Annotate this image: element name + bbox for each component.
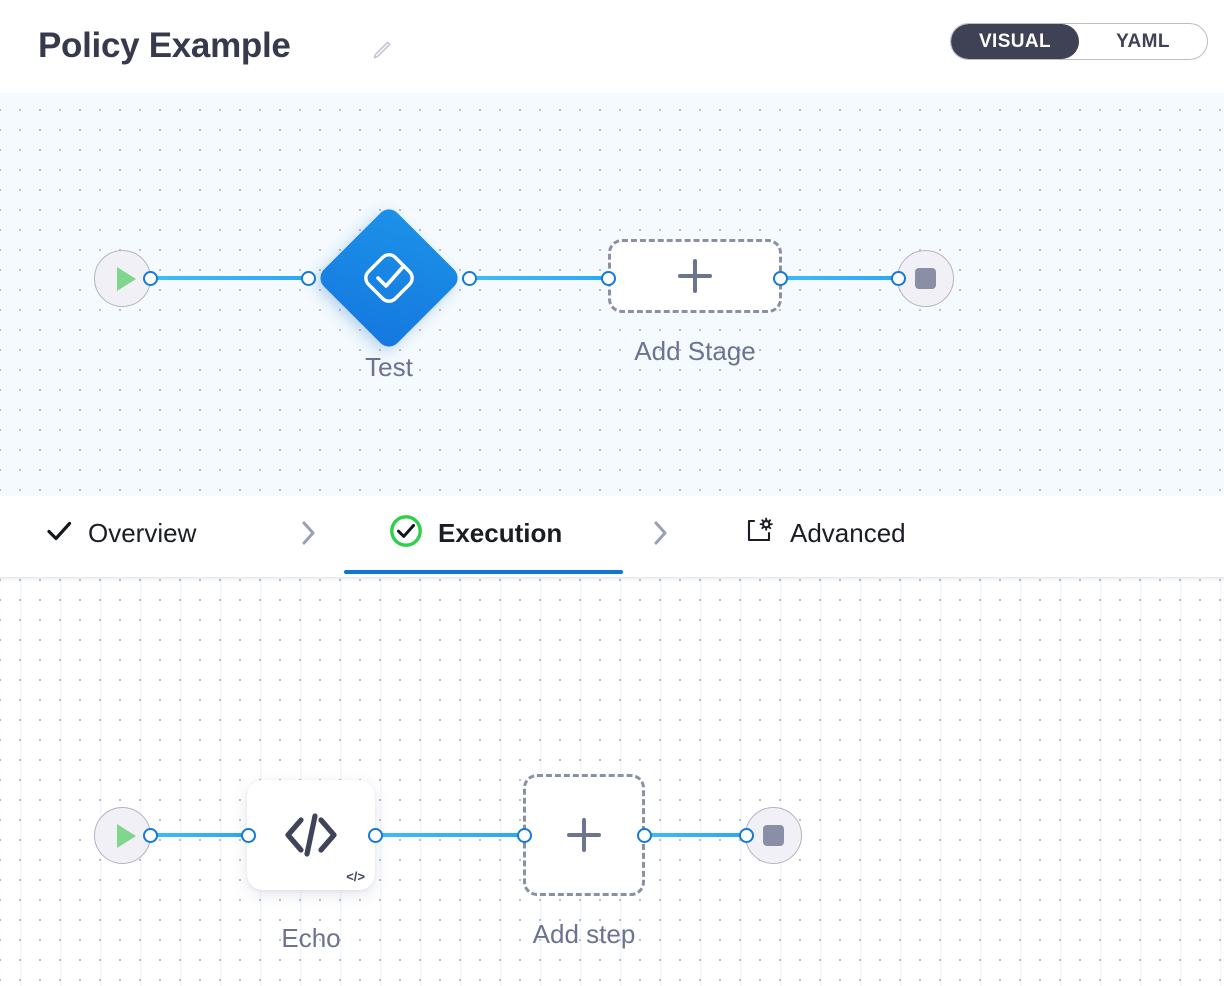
page-header: Policy Example VISUAL YAML (0, 0, 1224, 93)
view-mode-toggle[interactable]: VISUAL YAML (950, 23, 1208, 60)
edge-start-to-test (150, 276, 315, 280)
edge-test-to-addstage (468, 276, 618, 280)
port-echo-in[interactable] (241, 828, 256, 843)
window-gear-icon (742, 514, 776, 553)
step-end-node[interactable] (745, 807, 802, 864)
stage-canvas[interactable]: Test Add Stage (0, 93, 1224, 496)
tab-execution-label: Execution (438, 517, 563, 548)
stage-tabbar: Overview Execution Advanced (0, 496, 1224, 578)
stage-node-test[interactable] (315, 204, 463, 352)
check-icon (44, 516, 74, 551)
step-canvas[interactable]: </> Echo Add step (0, 578, 1224, 986)
tab-execution[interactable]: Execution (388, 496, 562, 570)
port-addstep-out[interactable] (637, 828, 652, 843)
port-test-out[interactable] (462, 271, 477, 286)
code-icon (247, 780, 375, 890)
toggle-yaml[interactable]: YAML (1116, 30, 1170, 52)
pipeline-start-node[interactable] (94, 250, 151, 307)
check-diamond-icon (315, 204, 463, 352)
play-icon (116, 266, 136, 291)
tab-advanced-label: Advanced (790, 517, 906, 548)
add-step-button[interactable] (523, 774, 645, 896)
port-addstage-out[interactable] (773, 271, 788, 286)
chevron-right-icon-2 (648, 516, 674, 550)
tab-advanced[interactable]: Advanced (742, 496, 906, 570)
edge-start-to-echo (150, 833, 255, 837)
port-end-in[interactable] (891, 271, 906, 286)
add-stage-label: Add Stage (634, 336, 756, 366)
port-step-start-out[interactable] (143, 828, 158, 843)
page-title: Policy Example (38, 26, 291, 65)
play-icon (116, 823, 136, 848)
check-circle-icon (388, 513, 424, 554)
port-start-out[interactable] (143, 271, 158, 286)
tab-overview-label: Overview (88, 517, 197, 548)
step-type-badge: </> (346, 869, 365, 884)
edge-addstep-to-end (640, 833, 755, 837)
port-addstep-in[interactable] (517, 828, 532, 843)
pipeline-end-node[interactable] (897, 250, 954, 307)
edge-addstage-to-end (775, 276, 905, 280)
stop-icon (915, 268, 936, 289)
port-test-in[interactable] (301, 271, 316, 286)
tab-overview[interactable]: Overview (44, 496, 196, 570)
add-step-label: Add step (532, 919, 636, 949)
add-stage-button[interactable] (608, 239, 782, 313)
chevron-right-icon-1 (296, 516, 322, 550)
edge-echo-to-addstep (373, 833, 533, 837)
step-start-node[interactable] (94, 807, 151, 864)
pencil-icon[interactable] (368, 38, 394, 64)
step-node-echo[interactable]: </> (247, 780, 375, 890)
active-tab-underline (344, 570, 623, 574)
port-echo-out[interactable] (368, 828, 383, 843)
stop-icon (763, 825, 784, 846)
port-step-end-in[interactable] (739, 828, 754, 843)
step-label-echo: Echo (281, 923, 341, 953)
toggle-visual[interactable]: VISUAL (951, 24, 1079, 59)
port-addstage-in[interactable] (601, 271, 616, 286)
stage-label-test: Test (365, 352, 413, 382)
